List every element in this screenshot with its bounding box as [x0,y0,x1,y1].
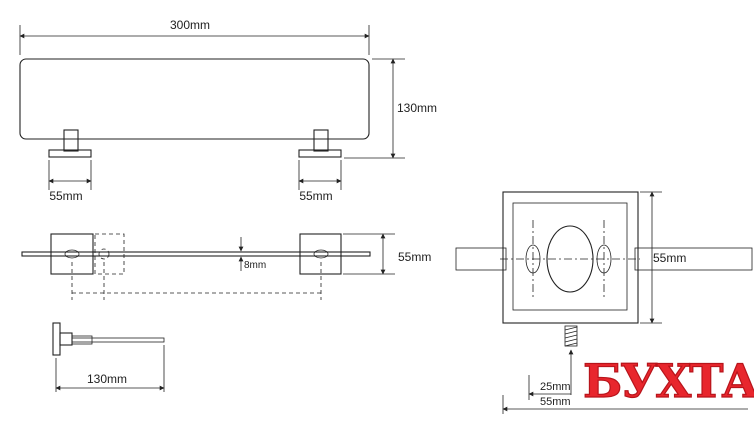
detail-height-label: 55mm [653,251,686,265]
right-bracket-stem [313,129,329,152]
side-depth-label: 130mm [87,372,127,386]
logo-text: БУХТА [583,354,754,408]
glass-shelf-front [19,58,370,140]
ghost-bracket [94,233,125,275]
detail-inner-plate [512,202,628,311]
set-screw-icon [564,325,578,347]
left-bracket-base [48,149,92,158]
detail-outer-plate [502,191,639,324]
center-opening [546,225,594,293]
left-mount-hole [525,244,541,274]
detail-width-label: 55mm [540,396,571,408]
screw-depth-label: 25mm [540,381,571,393]
right-bracket-base [298,149,342,158]
glass-thickness-label: 8mm [244,260,266,271]
side-bracket-clamp [71,335,93,345]
top-bracket-height-label: 55mm [398,250,431,264]
side-view: 130mm [52,322,165,392]
front-height-label: 130mm [397,101,437,115]
left-bracket-stem [63,129,79,152]
top-view: 8mm 55mm [21,233,431,300]
left-screw-slot [64,249,80,259]
left-bracket-plate [50,233,94,275]
ghost-screw [98,248,110,260]
side-wall-plate [52,322,61,356]
front-width-label: 300mm [170,18,210,32]
right-screw-slot [313,249,329,259]
front-view: 300mm 130mm 55mm 55mm [19,18,437,203]
buhta-logo: БУХТА [582,353,754,408]
right-bracket-plate [299,233,342,275]
glass-shelf-top [21,251,371,257]
detail-view: 55mm 25mm 55mm [455,191,753,414]
detail-glass-left [455,247,507,271]
side-bracket-arm [59,332,73,346]
side-glass [71,337,165,343]
right-mount-hole [596,244,612,274]
left-bracket-width-label: 55mm [49,189,82,203]
right-bracket-width-label: 55mm [299,189,332,203]
